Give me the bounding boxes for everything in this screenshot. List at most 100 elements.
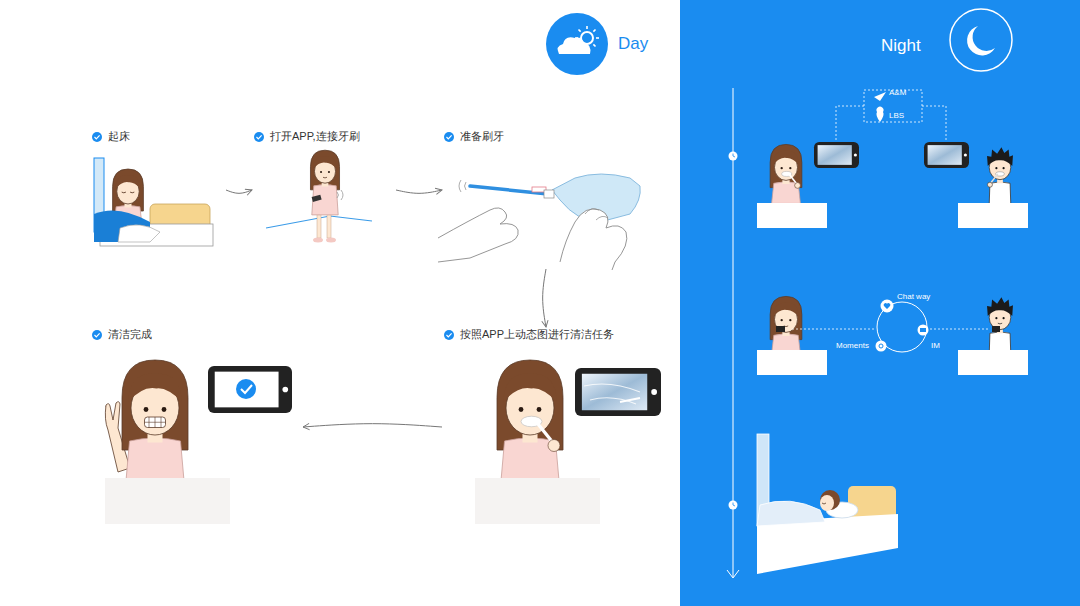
finger-lines: [585, 209, 608, 220]
camera-lens: [879, 344, 883, 348]
timeline-arrow: [727, 570, 739, 578]
icon-check: [95, 333, 100, 336]
phone-button: [854, 153, 857, 156]
flow-arrow: [543, 269, 546, 327]
sun-ray: [593, 44, 595, 46]
girl-eyes: [122, 192, 135, 194]
screen-streaks: [584, 384, 640, 404]
tube-cap: [544, 190, 554, 198]
feature-label: Chat way: [897, 292, 930, 301]
step-label: 起床: [108, 129, 130, 144]
girl-eye: [519, 407, 524, 412]
hand: [548, 440, 560, 452]
boy-eye: [995, 317, 997, 319]
moon-ring: [950, 9, 1012, 71]
girl-bangs: [115, 175, 140, 188]
hand: [795, 183, 801, 189]
counter: [757, 350, 827, 375]
step-icon: [253, 131, 265, 143]
phone-button: [651, 389, 657, 395]
boy-hair: [987, 297, 1013, 316]
screen-brush: [620, 398, 640, 402]
moments-icon: [876, 341, 887, 352]
service-label: A&M: [889, 88, 906, 97]
motion-lines: [459, 180, 466, 192]
slipper: [326, 238, 336, 243]
girl-hair: [770, 296, 802, 339]
phone: [208, 366, 292, 413]
dashed-link: [922, 106, 946, 140]
feature-label: Moments: [836, 341, 869, 350]
step-label: 清洁完成: [108, 327, 152, 342]
hand: [987, 182, 992, 187]
blanket: [757, 501, 825, 526]
girl-top: [312, 185, 338, 215]
girl-bangs: [773, 303, 799, 317]
boy-eye: [1003, 317, 1005, 319]
counter: [958, 203, 1028, 228]
sun-ray: [579, 30, 581, 32]
night-illustration: [727, 9, 1028, 578]
day-icon: [546, 13, 608, 75]
phone-screen: [928, 145, 962, 165]
icon-dot: [92, 330, 102, 340]
phone-small: [312, 195, 322, 202]
step-heading: 准备刷牙: [442, 129, 650, 144]
toothbrush-handle: [470, 186, 548, 194]
panel-title: Day: [618, 34, 648, 54]
tooth-line: [145, 422, 166, 423]
phone-button: [964, 153, 967, 156]
timeline-dot: [729, 501, 738, 510]
timeline-dot: [729, 152, 738, 161]
boy-mouth: [998, 323, 1002, 325]
icon-dot: [254, 132, 264, 142]
icon-check: [447, 333, 452, 336]
girl-eye: [320, 171, 322, 173]
girl-mouth: [323, 177, 327, 179]
counter: [757, 203, 827, 228]
icon-dot: [444, 330, 454, 340]
icon-dot: [444, 132, 454, 142]
paper-plane-icon: [874, 92, 886, 101]
girl-hair: [113, 169, 144, 211]
sun-ray: [593, 30, 595, 32]
heart: [884, 303, 891, 309]
sleeper-eye: [822, 503, 826, 504]
girl-hair: [122, 360, 188, 450]
phone-button: [282, 387, 288, 393]
step-panel: 按照APP上动态图进行清洁任务: [442, 327, 670, 527]
chat-icon: [881, 300, 894, 313]
girl-bangs: [128, 373, 182, 402]
phone-small: [776, 326, 785, 332]
boy-eye: [1003, 167, 1005, 169]
sun-ray: [586, 26, 588, 29]
flow-arrow: [226, 190, 252, 193]
girl-eye: [328, 171, 330, 173]
girl-eye: [781, 167, 783, 169]
moon: [967, 26, 995, 55]
step-heading: 打开APP,连接牙刷: [252, 129, 396, 144]
phone: [814, 142, 859, 168]
counter: [958, 350, 1028, 375]
step-panel: 清洁完成: [90, 327, 303, 527]
girl-hair: [770, 144, 802, 187]
icon-dot: [92, 132, 102, 142]
step-panel: 打开APP,连接牙刷: [252, 129, 396, 251]
boy-hair: [987, 147, 1013, 166]
girl-bangs: [313, 156, 337, 169]
step-panel: 准备刷牙: [442, 129, 650, 269]
im-icon: [918, 325, 929, 336]
clock-hand: [733, 154, 735, 158]
step-icon: [91, 329, 103, 341]
phone-small: [992, 326, 1000, 332]
leg: [327, 214, 331, 238]
sheet: [118, 225, 160, 242]
girl-top: [772, 182, 801, 204]
girl-eye: [781, 319, 783, 321]
girl-hair: [497, 360, 563, 450]
icon-check: [447, 135, 452, 138]
